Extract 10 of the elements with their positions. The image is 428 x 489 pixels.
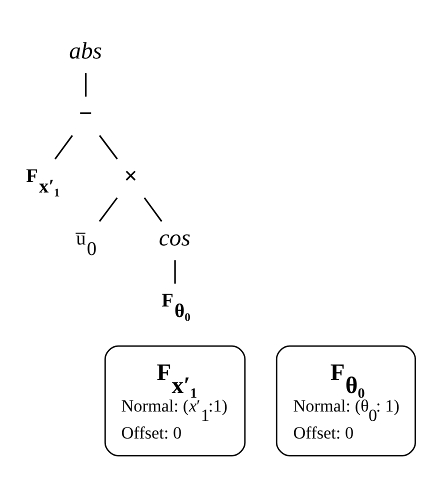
node-text: abs: [69, 38, 102, 64]
connector: [85, 72, 87, 96]
connector: [98, 134, 118, 159]
connector: [174, 260, 176, 284]
connector: [144, 196, 162, 222]
node-text: ×: [124, 162, 138, 189]
node-text: cos: [158, 225, 190, 252]
node-text: −: [78, 100, 92, 126]
connector: [54, 134, 73, 159]
connector: [98, 196, 118, 222]
